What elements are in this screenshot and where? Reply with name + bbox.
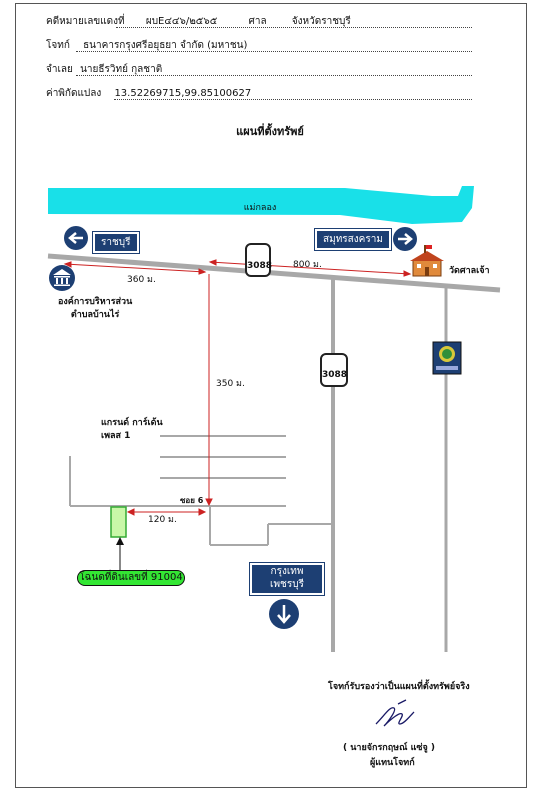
temple-icon bbox=[410, 245, 444, 277]
plaintiff-label: โจทก์ bbox=[46, 40, 70, 51]
distance-down: 350 ม. bbox=[216, 379, 245, 389]
page-frame bbox=[15, 3, 527, 788]
office-label-line1: องค์การบริหารส่วน bbox=[58, 297, 133, 307]
route-3088-top: 3088 bbox=[245, 243, 273, 277]
defendant-dotted-line bbox=[76, 75, 472, 76]
defendant-value: นายธีรวิทย์ กุลชาติ bbox=[80, 64, 163, 75]
coordinate-value: 13.52269715,99.85100627 bbox=[114, 88, 252, 99]
signer-name: ( นายจักรกฤษณ์ แซ่จู ) bbox=[343, 743, 436, 753]
measurement-lines bbox=[63, 259, 412, 516]
village-sois bbox=[69, 435, 286, 507]
case-dotted-line bbox=[116, 27, 472, 28]
village-label-line1: แกรนด์ การ์เด้น bbox=[101, 418, 163, 428]
defendant-row: จำเลย นายธีรวิทย์ กุลชาติ bbox=[46, 62, 162, 77]
deed-label: โฉนดที่ดินเลขที่ 91004 bbox=[77, 570, 185, 586]
coordinate-dotted-line bbox=[114, 99, 472, 100]
sign-samut-songkhram: สมุทรสงคราม bbox=[314, 228, 392, 251]
main-road bbox=[47, 253, 501, 293]
sign-ratchaburi: ราชบุรี bbox=[92, 231, 140, 254]
sign-bottom-line2: เพชรบุรี bbox=[270, 579, 304, 590]
map-title: แผนที่ตั้งทรัพย์ bbox=[236, 125, 304, 138]
river-label: แม่กลอง bbox=[243, 203, 277, 213]
plaintiff-dotted-line bbox=[76, 51, 472, 52]
soi-6-lower bbox=[209, 506, 333, 546]
soi-label: ซอย 6 bbox=[180, 496, 204, 505]
temple-label: วัดศาลเจ้า bbox=[449, 266, 490, 276]
route-3088-top-label: 3088 bbox=[247, 261, 273, 271]
defendant-label: จำเลย bbox=[46, 64, 73, 75]
sign-bottom-line1: กรุงเทพ bbox=[270, 566, 304, 577]
subject-parcel bbox=[110, 506, 127, 538]
distance-right: 800 ม. bbox=[293, 260, 322, 270]
village-label-line2: เพลส 1 bbox=[101, 431, 131, 441]
signer-role: ผู้แทนโจทก์ bbox=[370, 758, 415, 768]
coordinate-row: ค่าพิกัดแปลง 13.52269715,99.85100627 bbox=[46, 86, 251, 101]
office-label-line2: ตำบลบ้านไร่ bbox=[70, 310, 120, 320]
case-number-value: ผบE๔๔๖/๒๕๖๕ bbox=[145, 16, 218, 27]
court-label: ศาล bbox=[248, 16, 267, 27]
plaintiff-value: ธนาคารกรุงศรีอยุธยา จำกัด (มหาชน) bbox=[83, 40, 248, 51]
office-label: องค์การบริหารส่วน ตำบลบ้านไร่ bbox=[58, 296, 132, 322]
case-number-label: คดีหมายเลขแดงที่ bbox=[46, 16, 125, 27]
distance-soi: 120 ม. bbox=[148, 515, 177, 525]
route-3088-mid-label: 3088 bbox=[322, 370, 348, 380]
mae-klong-river bbox=[48, 186, 474, 224]
case-number-row: คดีหมายเลขแดงที่ ผบE๔๔๖/๒๕๖๕ ศาล จังหวัด… bbox=[46, 14, 351, 29]
plaintiff-row: โจทก์ ธนาคารกรุงศรีอยุธยา จำกัด (มหาชน) bbox=[46, 38, 247, 53]
court-value: จังหวัดราชบุรี bbox=[291, 16, 351, 27]
coordinate-label: ค่าพิกัดแปลง bbox=[46, 88, 102, 99]
route-3088-mid: 3088 bbox=[320, 353, 348, 387]
local-badge-icon bbox=[432, 341, 462, 375]
certification-statement: โจทก์รับรองว่าเป็นแผนที่ตั้งทรัพย์จริง bbox=[328, 682, 470, 692]
village-label: แกรนด์ การ์เด้น เพลส 1 bbox=[101, 417, 163, 443]
signature-mark bbox=[375, 699, 415, 727]
sign-bangkok-phetchaburi: กรุงเทพ เพชรบุรี bbox=[249, 562, 325, 596]
distance-left: 360 ม. bbox=[127, 275, 156, 285]
parcel-pointer-head bbox=[116, 537, 124, 545]
